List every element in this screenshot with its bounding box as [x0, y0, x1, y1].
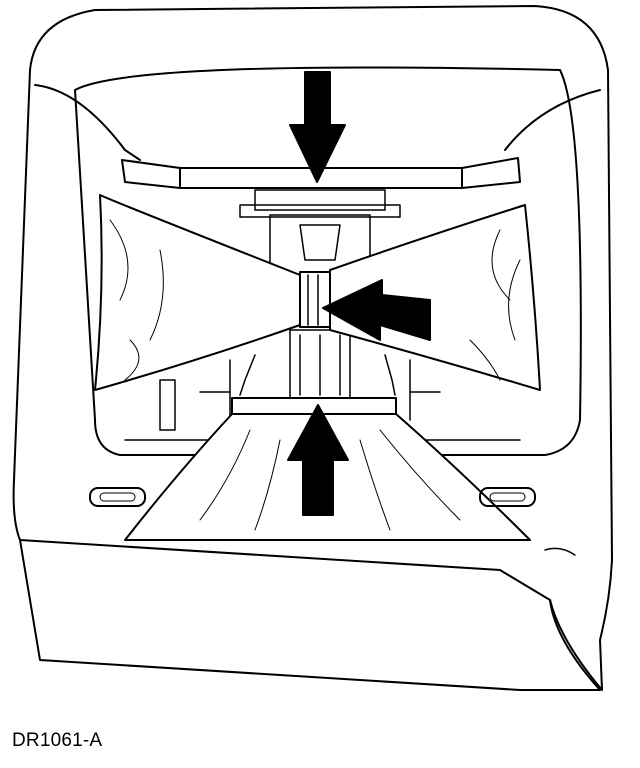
handle-right-inner: [489, 492, 526, 502]
seat-back-outer-outline: [12, 5, 613, 691]
cover-bottom-skirt: [19, 539, 601, 691]
handle-left-inner: [99, 492, 136, 502]
cover-lower-wrinkles: [199, 429, 461, 531]
seat-frame-mechanism: [124, 189, 521, 441]
cover-fold-band: [94, 194, 301, 391]
cover-fold-wrinkles: [109, 219, 521, 381]
retainer-clip: [299, 271, 331, 328]
figure-code: DR1061-A: [12, 730, 103, 751]
cover-flap-top-left: [34, 84, 141, 161]
cover-flap-top-right: [504, 89, 601, 151]
upper-rail-right-end: [461, 157, 521, 189]
handle-right: [479, 487, 536, 507]
arrow-down-top: [289, 71, 346, 183]
arrow-left-center: [322, 279, 431, 341]
handle-left: [89, 487, 146, 507]
cover-fold-band-right: [329, 204, 541, 391]
arrow-up-bottom: [287, 404, 349, 516]
upper-rail-left-end: [121, 159, 181, 189]
